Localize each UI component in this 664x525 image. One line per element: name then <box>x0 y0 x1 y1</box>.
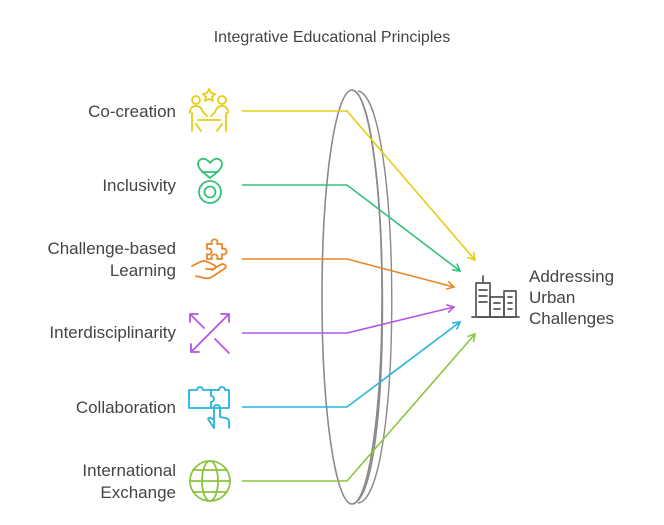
label-interdisciplinarity: Interdisciplinarity <box>49 323 176 342</box>
lens-shape <box>321 89 393 505</box>
puzzle-hand-icon <box>191 238 228 280</box>
label-co-creation: Co-creation <box>88 102 176 121</box>
city-buildings-icon <box>471 275 520 318</box>
globe-icon <box>189 460 231 502</box>
connector-international-exchange <box>242 332 477 482</box>
puzzle-pointer-icon <box>188 386 230 429</box>
label-international-exchange: International Exchange <box>82 461 176 502</box>
connector-inclusivity <box>242 184 462 272</box>
heart-ring-icon <box>197 157 223 204</box>
connector-challenge-based-learning <box>242 258 456 290</box>
co-creation-icon <box>189 88 229 132</box>
connector-collaboration <box>242 321 462 408</box>
target-label-line-1: Addressing <box>529 267 615 286</box>
target-label-line-3: Challenges <box>529 309 615 328</box>
diagram-title: Integrative Educational Principles <box>213 29 451 46</box>
label-challenge-based-learning: Challenge-based Learning <box>47 239 176 280</box>
target-label-line-2: Urban <box>529 288 576 307</box>
arrows-cross-icon <box>189 313 230 354</box>
label-inclusivity: Inclusivity <box>102 176 176 195</box>
connector-co-creation <box>242 110 477 262</box>
target-label: Addressing Urban Challenges <box>529 266 614 329</box>
connector-interdisciplinarity <box>242 303 456 334</box>
label-collaboration: Collaboration <box>75 398 176 417</box>
